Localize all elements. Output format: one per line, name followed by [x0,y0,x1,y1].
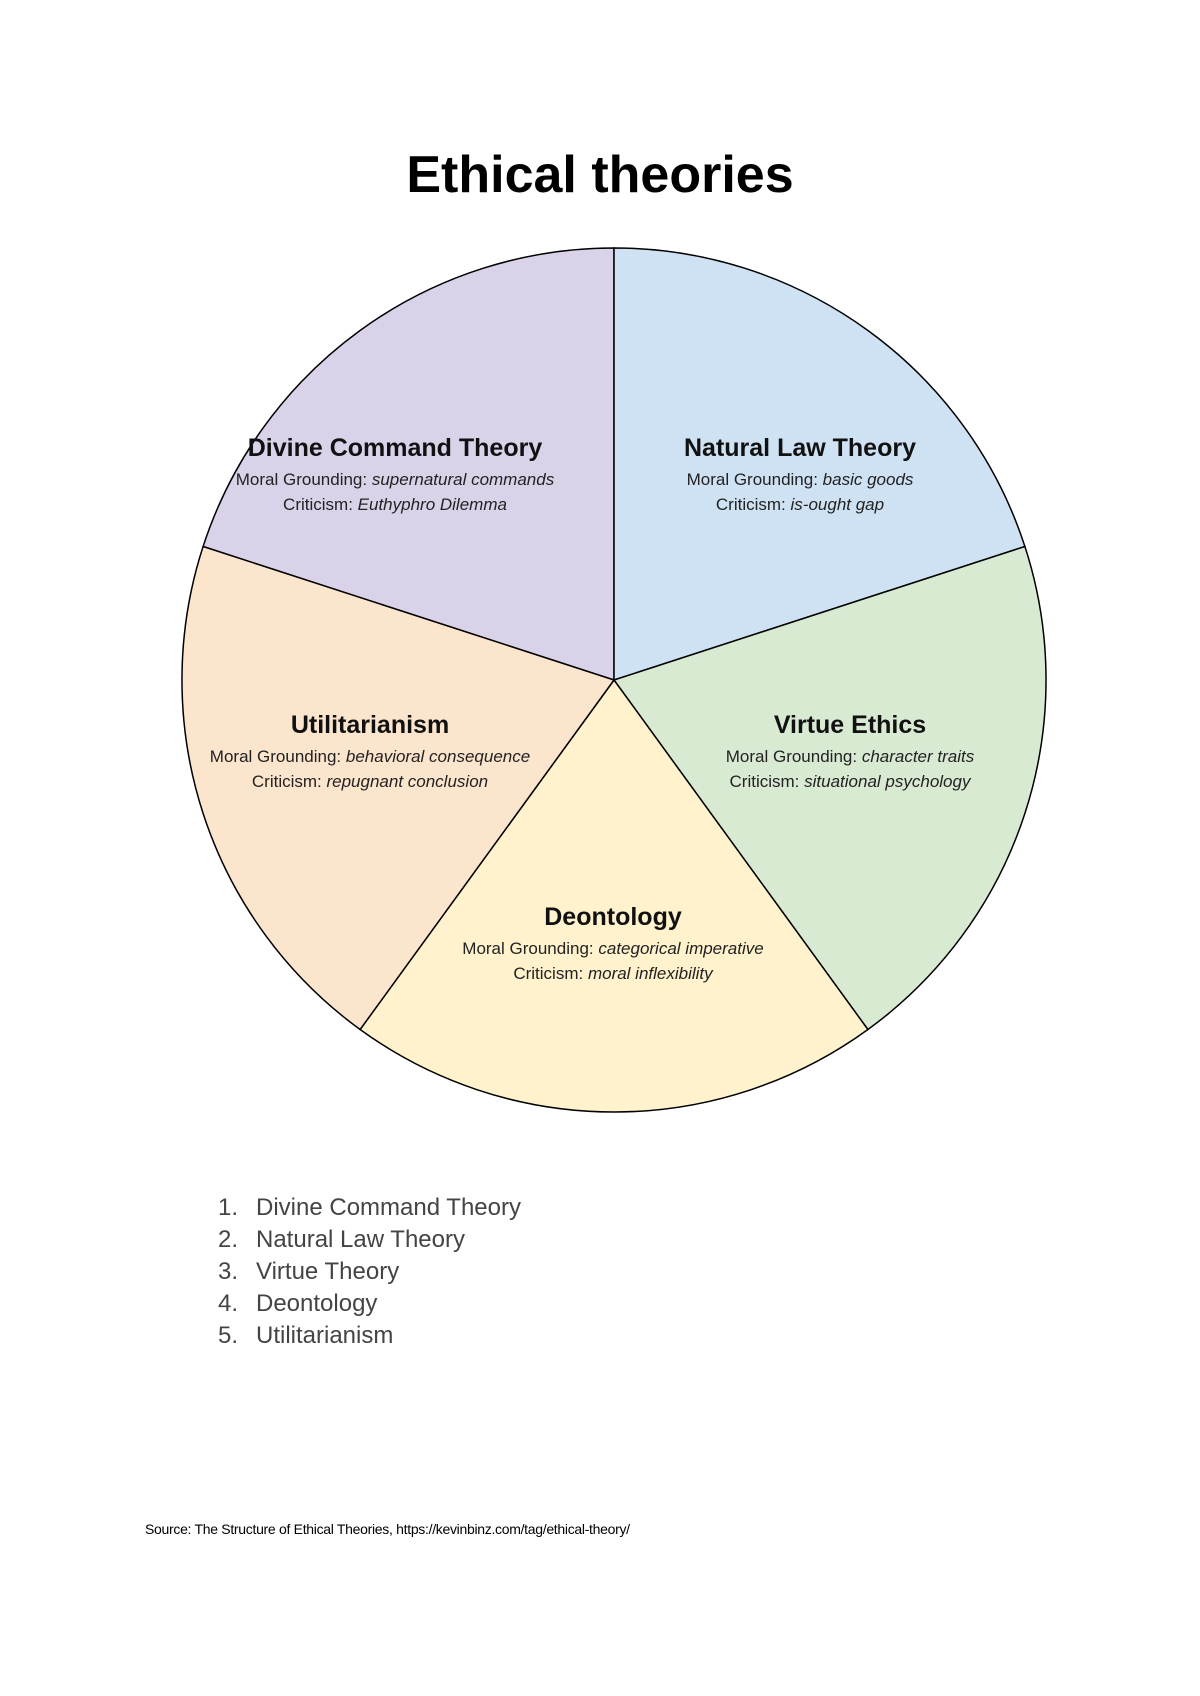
criticism-text: Criticism: situational psychology [730,772,972,791]
segment-title: Natural Law Theory [684,434,916,462]
segment-title: Utilitarianism [291,711,449,739]
moral-grounding-text: Moral Grounding: behavioral consequence [210,747,530,766]
list-label: Virtue Theory [256,1258,400,1285]
wheel-segment-virtue-ethics [612,545,1047,1031]
criticism-text: Criticism: is-ought gap [716,495,884,514]
list-item: 3. Virtue Theory [218,1256,521,1288]
moral-grounding-text: Moral Grounding: basic goods [687,470,914,489]
list-label: Deontology [256,1290,378,1317]
theory-list: 1. Divine Command Theory 2. Natural Law Th… [218,1192,521,1352]
list-item: 1. Divine Command Theory [218,1192,521,1224]
source-citation: Source: The Structure of Ethical Theorie… [145,1521,630,1537]
list-item: 2. Natural Law Theory [218,1224,521,1256]
segment-title: Divine Command Theory [248,434,543,462]
segment-title: Virtue Ethics [774,711,926,739]
wheel-segment-divine-command-theory [202,247,615,682]
list-number: 3. [218,1258,239,1285]
page-title: Ethical theories [406,146,794,204]
list-label: Natural Law Theory [256,1226,465,1253]
wheel-segment-deontology [359,678,869,1113]
list-label: Divine Command Theory [256,1194,521,1221]
list-label: Utilitarianism [256,1322,394,1349]
wheel-segment-natural-law-theory [613,247,1026,682]
list-item: 5. Utilitarianism [218,1320,521,1352]
segment-title: Deontology [544,903,682,931]
list-number: 2. [218,1226,239,1253]
moral-grounding-text: Moral Grounding: supernatural commands [236,470,555,489]
criticism-text: Criticism: Euthyphro Dilemma [283,495,507,514]
criticism-text: Criticism: moral inflexibility [513,964,714,983]
criticism-text: Criticism: repugnant conclusion [252,772,488,791]
moral-grounding-text: Moral Grounding: categorical imperative [462,939,763,958]
list-item: 4. Deontology [218,1288,521,1320]
wheel-segment-utilitarianism [181,545,616,1031]
list-number: 1. [218,1194,239,1221]
moral-grounding-text: Moral Grounding: character traits [726,747,975,766]
list-number: 5. [218,1322,239,1349]
list-number: 4. [218,1290,239,1317]
